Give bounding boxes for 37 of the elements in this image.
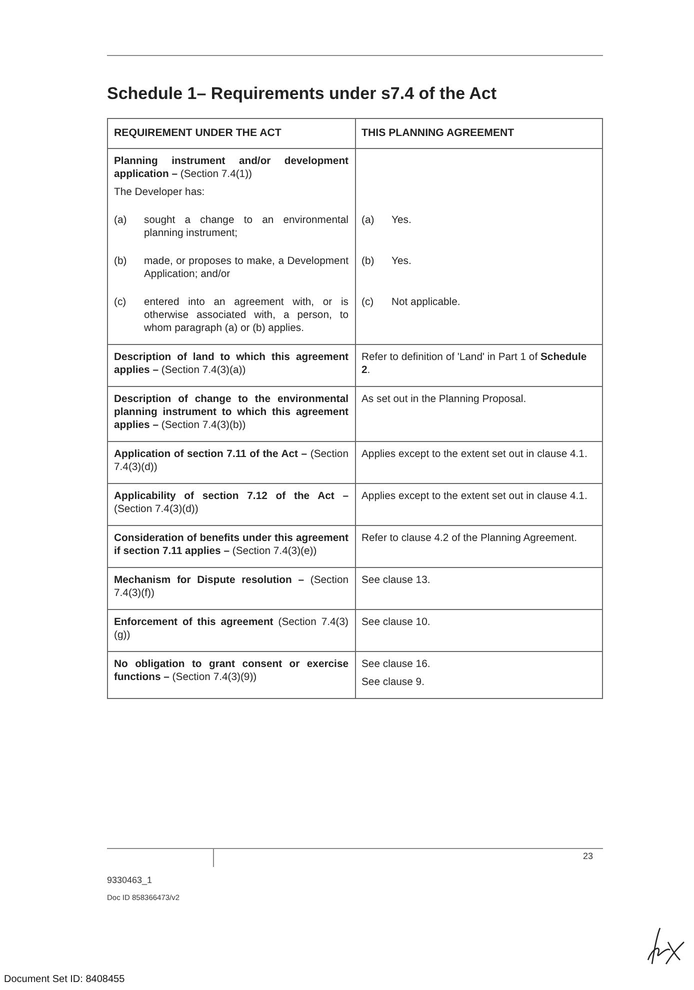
response-text: Refer to definition of 'Land' in Part 1 of Schedule 2.	[362, 351, 588, 377]
item-letter: (c)	[114, 296, 128, 310]
item-letter: (b)	[362, 255, 376, 268]
requirement-text: Planning instrument and/or development application – (Section 7.4(1))	[114, 155, 348, 181]
requirement-text: Mechanism for Dispute resolution – (Section 7.4(3)(f))	[114, 574, 348, 600]
requirement-text: sought a change to an environmental planning instrument;	[144, 214, 348, 240]
response-text: Applies except to the extent set out in clause 4.1.	[362, 490, 588, 503]
item-letter: (a)	[114, 214, 128, 228]
response-text: Refer to clause 4.2 of the Planning Agreement.	[362, 532, 578, 545]
requirement-text: Applicability of section 7.12 of the Act – (Section 7.4(3)(d))	[114, 490, 348, 516]
item-letter: (a)	[362, 214, 376, 227]
page-number: 23	[583, 851, 594, 861]
requirement-text: Application of section 7.11 of the Act – (Section 7.4(3)(d))	[114, 448, 348, 474]
response-text: As set out in the Planning Proposal.	[362, 393, 528, 406]
response-text: See clause 16.	[362, 658, 432, 671]
requirement-text: Description of change to the environmental planning instrument to which this agreement applies – (Section 7.4(3)(b))	[114, 393, 348, 432]
response-text: See clause 10.	[362, 616, 432, 629]
requirement-text: made, or proposes to make, a Development Application; and/or	[144, 255, 348, 281]
requirement-text: Description of land to which this agreement applies – (Section 7.4(3)(a))	[114, 351, 348, 377]
response-text: See clause 13.	[362, 574, 432, 587]
response-text: Yes.	[392, 214, 412, 227]
requirement-text: Enforcement of this agreement (Section 7.4(3)(g))	[114, 616, 348, 642]
document-number: 9330463_1	[107, 875, 152, 885]
response-text: Applies except to the extent set out in clause 4.1.	[362, 448, 588, 461]
requirement-text: Consideration of benefits under this agreement if section 7.11 applies – (Section 7.4(3)(e))	[114, 532, 348, 558]
response-text: Not applicable.	[392, 296, 462, 309]
response-text: See clause 9.	[362, 676, 426, 689]
requirement-text: No obligation to grant consent or exercise functions – (Section 7.4(3)(9))	[114, 658, 348, 684]
response-text: Yes.	[392, 255, 412, 268]
requirement-text: entered into an agreement with, or is otherwise associated with, a person, to whom paragraph (a) or (b) applies.	[144, 296, 348, 335]
page-title: Schedule 1– Requirements under s7.4 of the Act	[107, 84, 497, 104]
column-header: THIS PLANNING AGREEMENT	[355, 118, 602, 148]
document-set-id: Document Set ID: 8408455	[4, 974, 125, 985]
item-letter: (c)	[362, 296, 375, 309]
requirement-text: The Developer has:	[114, 186, 206, 199]
column-header: REQUIREMENT UNDER THE ACT	[108, 118, 355, 148]
item-letter: (b)	[114, 255, 128, 269]
